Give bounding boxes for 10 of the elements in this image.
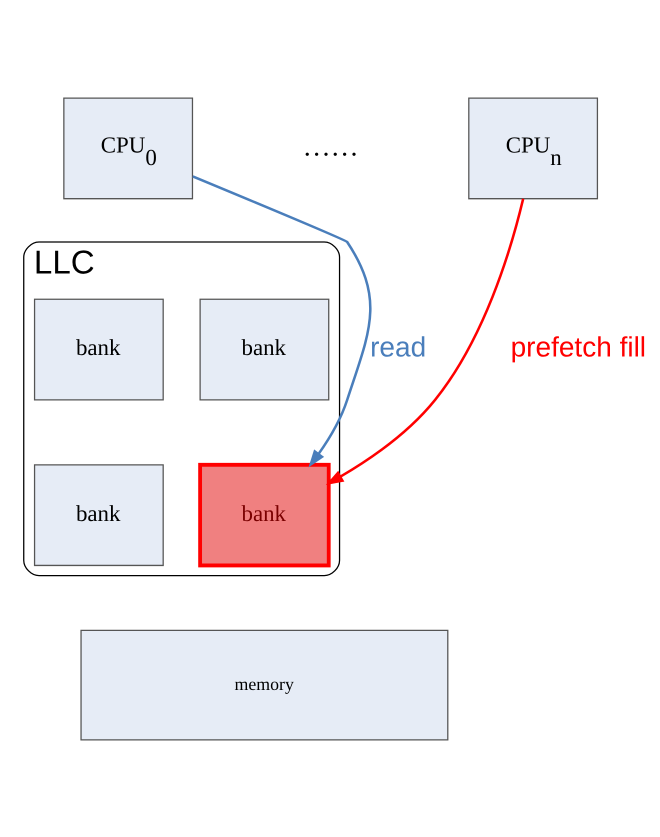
label: …… [302,131,359,162]
node-box: bank [198,462,331,567]
node-box: memory [80,629,448,740]
arrow [326,198,524,484]
arrow [192,174,372,467]
node-box: bank [34,298,164,400]
edge-label: read [370,331,426,362]
node-box: bank [34,464,164,566]
node-box: bank [199,298,330,400]
edge-label: prefetch fill [510,331,646,362]
